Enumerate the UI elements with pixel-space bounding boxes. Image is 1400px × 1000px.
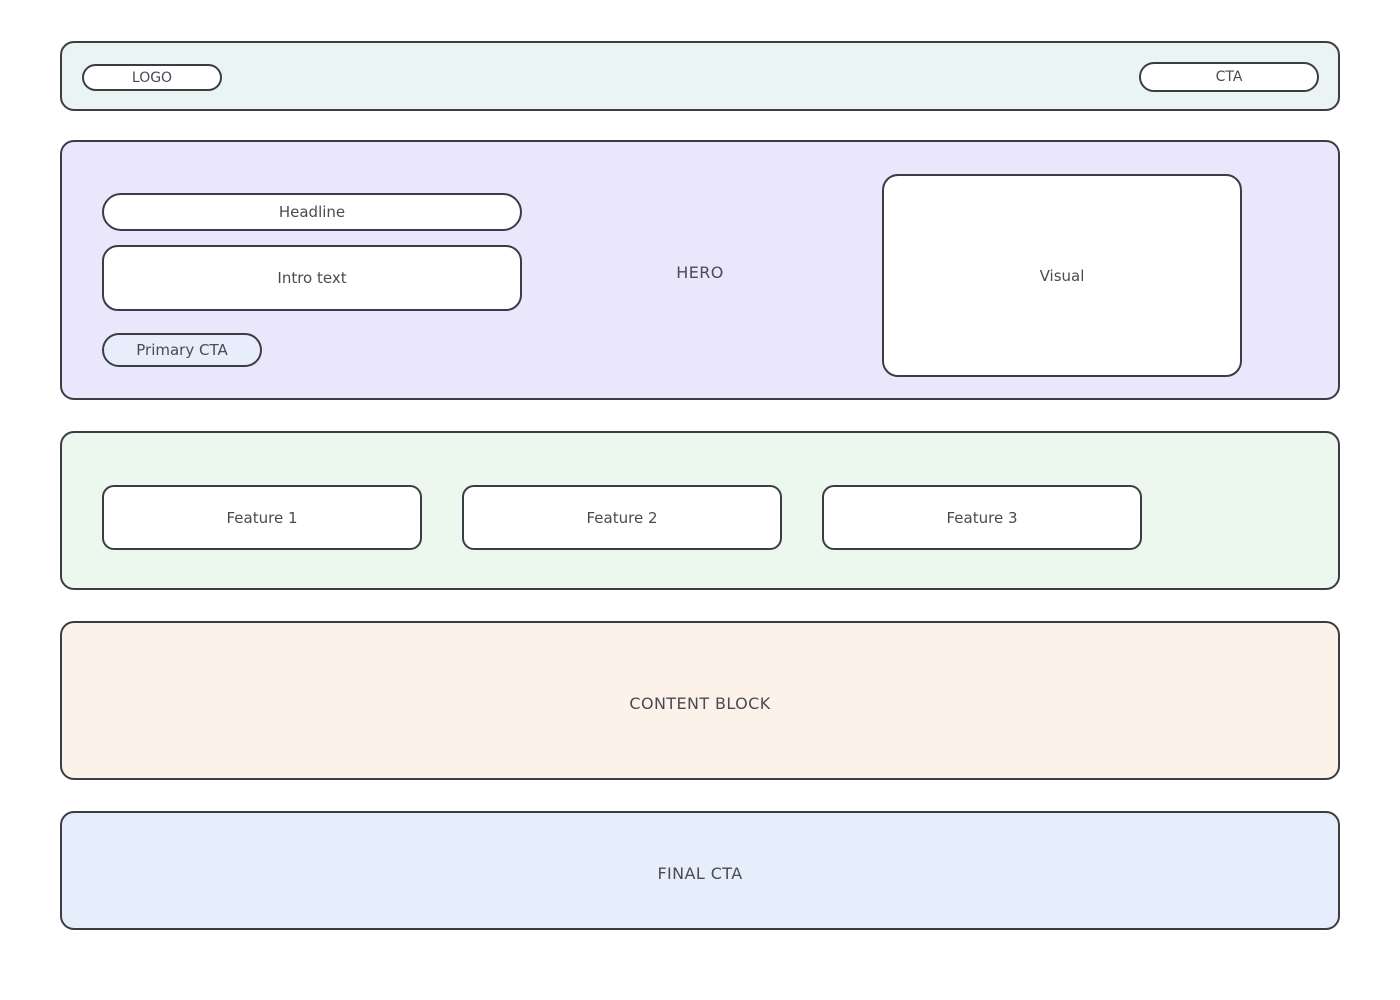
feature-card[interactable]: Feature 1 [102, 485, 422, 550]
hero-primary-cta-button[interactable]: Primary CTA [102, 333, 262, 367]
logo-placeholder[interactable]: LOGO [82, 64, 222, 91]
header-section: LOGO CTA [60, 41, 1340, 111]
hero-section: HERO Headline Intro text Primary CTA Vis… [60, 140, 1340, 400]
content-block-section: CONTENT BLOCK [60, 621, 1340, 780]
hero-visual-placeholder: Visual [882, 174, 1242, 377]
hero-headline-placeholder: Headline [102, 193, 522, 231]
feature-card[interactable]: Feature 3 [822, 485, 1142, 550]
features-section: Feature 1 Feature 2 Feature 3 [60, 431, 1340, 590]
final-cta-label: FINAL CTA [657, 864, 743, 883]
content-block-label: CONTENT BLOCK [629, 694, 771, 713]
header-cta-button[interactable]: CTA [1139, 62, 1319, 92]
hero-intro-text-placeholder: Intro text [102, 245, 522, 311]
final-cta-section[interactable]: FINAL CTA [60, 811, 1340, 930]
feature-card[interactable]: Feature 2 [462, 485, 782, 550]
